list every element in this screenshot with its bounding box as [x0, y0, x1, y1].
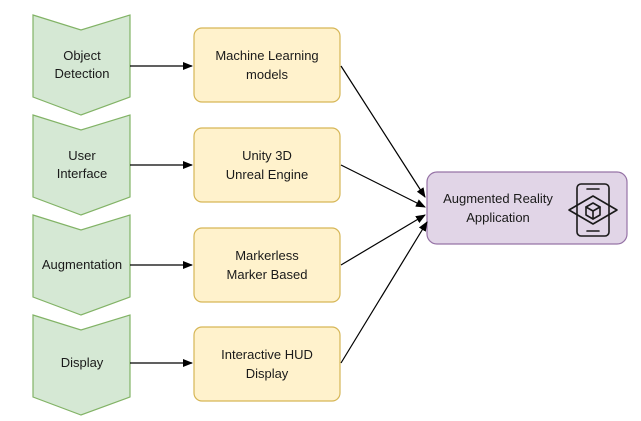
tech-box-hud-display — [193, 326, 341, 402]
stage-label-object-detection: Object Detection — [54, 48, 110, 81]
arrow-tech-to-target-1 — [340, 65, 426, 198]
tech-label-hud-display: Interactive HUD Display — [221, 347, 313, 381]
arrow-tech-to-target-3 — [340, 214, 426, 266]
arrow-tech-to-target-4 — [340, 221, 428, 364]
tech-label-marker-types: Markerless Marker Based — [226, 248, 308, 282]
stage-chevron-object-detection — [32, 14, 131, 116]
ar-phone-cube-icon — [568, 183, 618, 237]
stage-chevron-display — [32, 314, 131, 416]
stage-label-augmentation: Augmentation — [41, 257, 123, 272]
tech-box-marker-types — [193, 227, 341, 303]
stage-chevron-augmentation — [32, 214, 131, 316]
tech-box-game-engines — [193, 127, 341, 203]
tech-label-game-engines: Unity 3D Unreal Engine — [225, 148, 309, 182]
target-label-ar-application: Augmented Reality Application — [443, 191, 553, 225]
tech-label-machine-learning: Machine Learning models — [215, 48, 319, 82]
stage-chevron-user-interface — [32, 114, 131, 216]
stage-label-display: Display — [60, 355, 104, 370]
stage-label-user-interface: User Interface — [56, 148, 108, 181]
tech-box-machine-learning — [193, 27, 341, 103]
arrow-tech-to-target-2 — [340, 164, 426, 208]
